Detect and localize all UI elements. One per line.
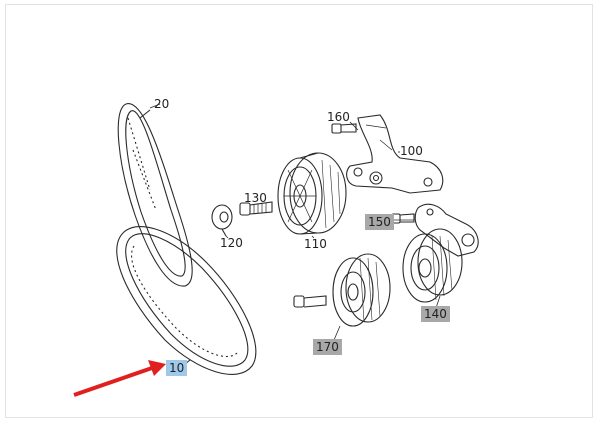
- callout-130: 130: [244, 191, 267, 205]
- red-arrow: [73, 360, 166, 397]
- callout-110: 110: [304, 237, 327, 251]
- bolt-150: [391, 213, 415, 224]
- diagram-frame: [5, 4, 593, 418]
- leader-lines: [149, 103, 441, 367]
- pulley-110: [277, 152, 347, 235]
- callout-100: 100: [400, 144, 423, 158]
- callout-20: 20: [154, 97, 170, 111]
- cap-120: [211, 204, 233, 237]
- callout-150: 150: [365, 214, 394, 230]
- idler-pulley-170: [293, 253, 391, 327]
- callout-10: 10: [166, 360, 188, 376]
- callout-170: 170: [313, 339, 342, 355]
- callout-160: 160: [327, 110, 350, 124]
- tensioner-140: [402, 203, 479, 303]
- bolt-130: [239, 201, 273, 216]
- belt-20: [117, 103, 193, 287]
- callout-120: 120: [220, 236, 243, 250]
- callout-140: 140: [421, 306, 450, 322]
- bracket-100: [346, 114, 444, 194]
- bolt-160: [331, 123, 357, 134]
